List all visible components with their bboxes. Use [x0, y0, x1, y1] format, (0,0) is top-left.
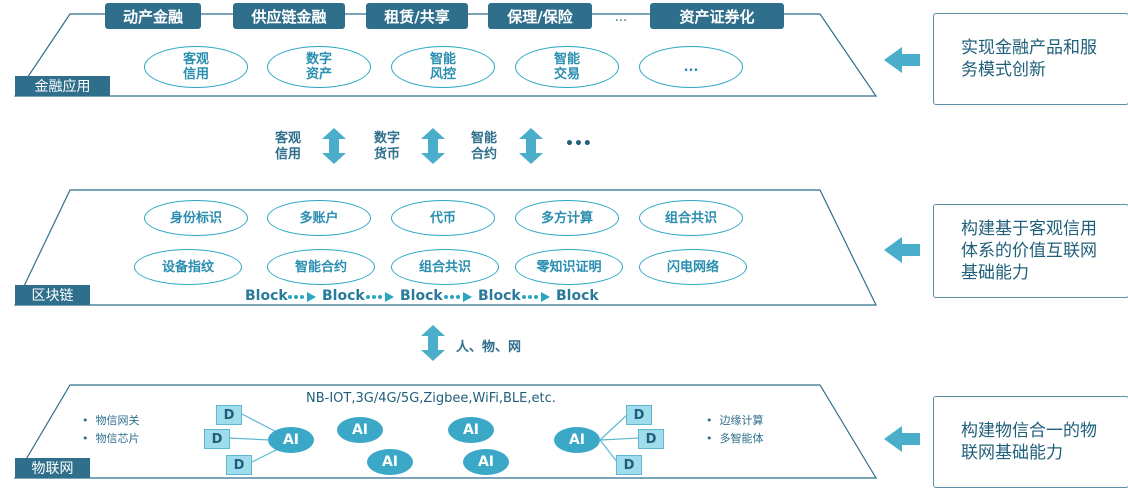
pill-composite-consensus-2: 组合共识 — [391, 249, 499, 285]
ai-node: AI — [268, 427, 314, 453]
iot-side-box: 构建物信合一的物联网基础能力 — [933, 396, 1128, 488]
pill-identity: 身份标识 — [144, 200, 248, 236]
pill-digital-assets: 数字 资产 — [267, 46, 371, 88]
double-arrow-icon — [322, 128, 346, 164]
right-bullet-edge-computing: • 边缘计算 — [706, 414, 764, 427]
blockchain-layer-label: 区块链 — [15, 285, 90, 305]
iot-layer-label: 物联网 — [15, 458, 90, 478]
side-arrows — [884, 47, 920, 452]
finance-side-box: 实现金融产品和服务模式创新 — [933, 13, 1128, 105]
pill-smart-risk-control: 智能 风控 — [391, 46, 495, 88]
pill-ellipsis: ... — [639, 46, 743, 88]
tab-asset-securitization: 资产证券化 — [650, 3, 784, 29]
block-1: Block — [245, 288, 288, 304]
block-5: Block — [556, 288, 599, 304]
ai-node: AI — [463, 449, 509, 475]
pill-mpc: 多方计算 — [515, 200, 619, 236]
pill-objective-credit: 客观 信用 — [144, 46, 248, 88]
bridge-ellipsis: ••• — [565, 136, 592, 152]
left-arrow-icon — [884, 237, 920, 263]
left-bullet-gateway: • 物信网关 — [82, 414, 140, 427]
tab-leasing-sharing: 租赁/共享 — [366, 3, 468, 29]
left-arrow-icon — [884, 426, 920, 452]
block-link-3 — [444, 292, 472, 302]
tab-ellipsis: ... — [614, 10, 628, 25]
block-2: Block — [322, 288, 365, 304]
ai-node: AI — [448, 417, 494, 443]
right-bullet-multi-agent: • 多智能体 — [706, 432, 764, 445]
device-node: D — [216, 405, 242, 425]
ai-node: AI — [367, 449, 413, 475]
block-3: Block — [400, 288, 443, 304]
device-node: D — [616, 455, 642, 475]
pill-composite-consensus: 组合共识 — [639, 200, 743, 236]
block-4: Block — [478, 288, 521, 304]
pill-smart-trading: 智能 交易 — [515, 46, 619, 88]
pill-zero-knowledge-proof: 零知识证明 — [515, 249, 623, 285]
pill-lightning-network: 闪电网络 — [639, 249, 747, 285]
left-bullet-chip: • 物信芯片 — [82, 432, 140, 445]
block-links — [288, 292, 550, 302]
pill-multi-account: 多账户 — [267, 200, 371, 236]
tab-movable-asset-finance: 动产金融 — [105, 3, 201, 29]
pill-device-fingerprint: 设备指纹 — [134, 249, 242, 285]
pill-smart-contract: 智能合约 — [267, 249, 375, 285]
blockchain-side-box: 构建基于客观信用体系的价值互联网基础能力 — [933, 204, 1128, 298]
block-link-1 — [288, 292, 316, 302]
ai-node: AI — [337, 417, 383, 443]
device-node: D — [638, 429, 664, 449]
bridge-digital-currency: 数字 货币 — [373, 131, 400, 162]
device-node: D — [626, 405, 652, 425]
bridge-people-things-network: 人、物、网 — [456, 340, 522, 355]
finance-layer-label: 金融应用 — [15, 76, 110, 96]
device-node: D — [226, 455, 252, 475]
pill-token: 代币 — [391, 200, 495, 236]
tab-factoring-insurance: 保理/保险 — [488, 3, 592, 29]
bridge-arrows — [322, 128, 543, 361]
bridge-smart-contract: 智能 合约 — [470, 131, 497, 162]
block-link-4 — [522, 292, 550, 302]
device-node: D — [204, 429, 230, 449]
double-arrow-icon — [421, 325, 445, 361]
block-link-2 — [366, 292, 394, 302]
bridge-objective-credit: 客观 信用 — [274, 131, 301, 162]
ai-node: AI — [554, 427, 600, 453]
double-arrow-icon — [519, 128, 543, 164]
double-arrow-icon — [421, 128, 445, 164]
left-arrow-icon — [884, 47, 920, 73]
tab-supply-chain-finance: 供应链金融 — [233, 3, 345, 29]
protocol-list: NB-IOT,3G/4G/5G,Zigbee,WiFi,BLE,etc. — [306, 391, 556, 406]
